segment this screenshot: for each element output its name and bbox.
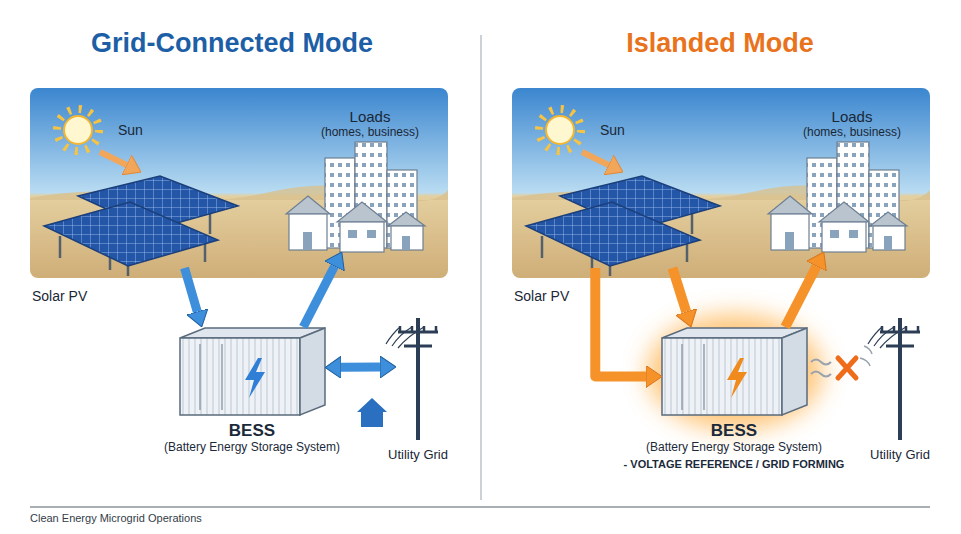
node-sublabel: (homes, business) <box>310 126 430 140</box>
node-label: Solar PV <box>32 288 122 304</box>
node-label: Utility Grid <box>371 448 465 463</box>
node-label: Utility Grid <box>853 448 947 463</box>
bess-container: BESS(Battery Energy Storage System) <box>180 327 325 417</box>
flow-arrow <box>185 268 198 312</box>
solar-pv-array: Solar PV <box>42 172 240 268</box>
node-label: BESS <box>142 421 362 441</box>
mode-heading: Grid-Connected Mode <box>32 28 432 59</box>
node-label: BESS <box>624 421 844 441</box>
flow-arrow <box>100 152 127 165</box>
node-sublabel: - VOLTAGE REFERENCE / GRID FORMING <box>614 458 854 471</box>
utility-pole: Utility Grid <box>878 318 922 440</box>
flow-arrow <box>303 266 334 327</box>
sun-icon: Sun <box>538 108 582 152</box>
flow-arrow <box>785 266 816 327</box>
node-label: Loads <box>802 108 902 125</box>
flow-arrow <box>595 268 646 377</box>
caption: Clean Energy Microgrid Operations <box>30 512 202 525</box>
node-label: Sun <box>600 122 640 138</box>
sun-icon: Sun <box>56 108 100 152</box>
node-label: Loads <box>320 108 420 125</box>
node-label: Solar PV <box>514 288 604 304</box>
solar-pv-array: Solar PV <box>524 172 722 268</box>
bess-container: BESS(Battery Energy Storage System)- VOL… <box>662 327 807 417</box>
flow-arrow <box>673 268 687 312</box>
flow-arrow <box>341 362 380 371</box>
load-buildings: Loads(homes, business) <box>285 140 427 252</box>
node-sublabel: (homes, business) <box>792 126 912 140</box>
load-buildings: Loads(homes, business) <box>767 140 909 252</box>
node-sublabel: (Battery Energy Storage System) <box>142 441 362 455</box>
node-label: Sun <box>118 122 158 138</box>
mode-heading: Islanded Mode <box>520 28 920 59</box>
utility-pole: Utility Grid <box>396 318 440 440</box>
node-sublabel: (Battery Energy Storage System) <box>624 441 844 455</box>
flow-arrow <box>582 152 609 165</box>
